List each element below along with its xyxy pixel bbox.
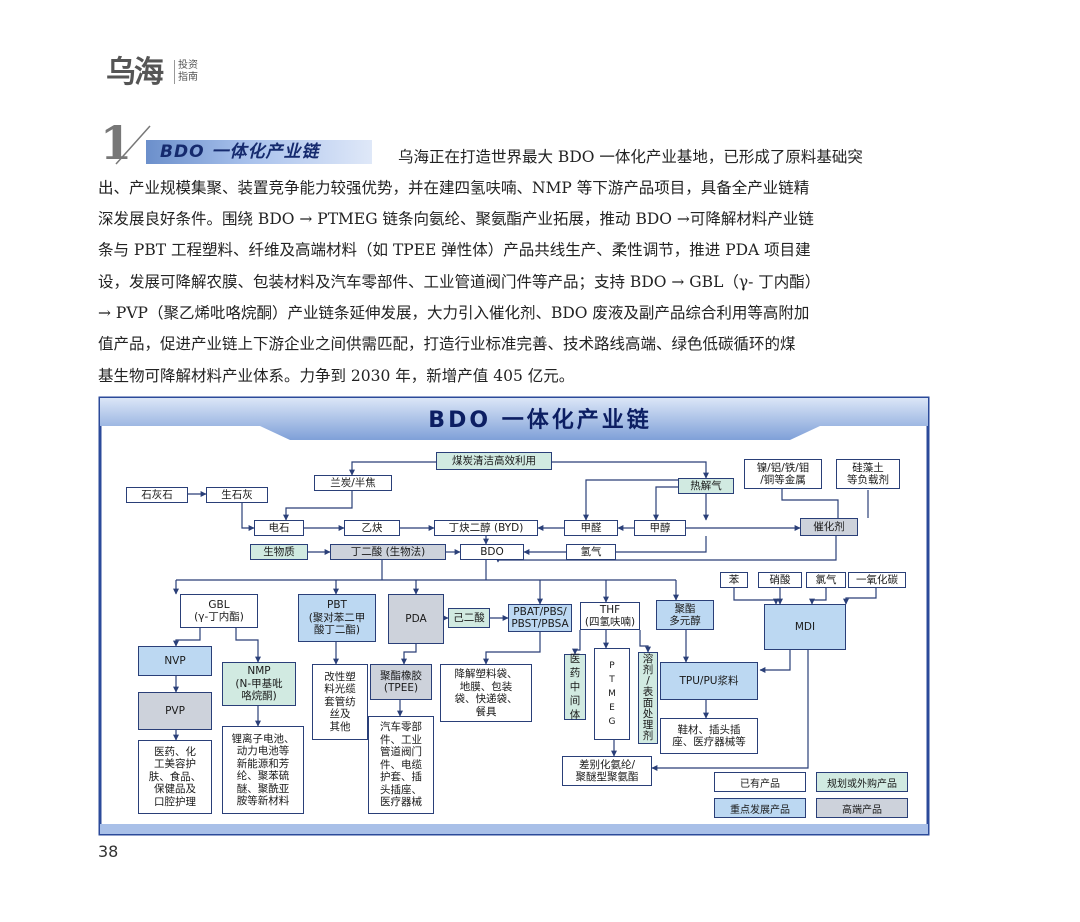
node-modified-plastics: 改性塑 料光缆 套管纺 丝及 其他 [312,664,368,740]
node-nmp: NMP (N-甲基吡 咯烷酮) [222,662,296,706]
node-adipic-acid: 己二酸 [448,608,490,628]
node-calcium-carbide: 电石 [254,520,304,536]
logo-mark: 乌海 [106,55,164,90]
node-pbt: PBT (聚对苯二甲 酸丁二酯) [298,594,376,642]
body-line: 基生物可降解材料产业体系。力争到 2030 年，新增产值 405 亿元。 [98,367,575,385]
node-shoes-medical: 鞋材、插头插 座、医疗器械等 [660,718,758,754]
node-succinic-acid: 丁二酸 (生物法) [330,544,446,560]
node-pharma-intermediates: 医 药 中 间 体 [564,653,586,721]
diagram-header-band [100,398,928,440]
node-pbat: PBAT/PBS/ PBST/PBSA [508,604,572,632]
section-title: BDO 一体化产业链 [160,142,320,162]
section-slash-decoration [115,125,151,165]
node-thf: THF (四氢呋喃) [580,602,640,630]
body-line: 值产品，促进产业链上下游企业之间供需匹配，打造行业标准完善、技术路线高端、绿色低… [98,335,796,353]
section-number: 1 [100,116,133,170]
body-line: 设，发展可降解农膜、包装材料及汽车零部件、工业管道阀门件等产品；支持 BDO →… [98,273,821,291]
node-butynediol: 丁炔二醇 (BYD) [434,520,538,536]
node-tpee: 聚酯橡胶 (TPEE) [370,664,432,700]
diagram-footer-band [100,824,928,834]
node-tpu-pu: TPU/PU浆料 [660,662,758,700]
node-pda: PDA [388,594,444,644]
legend-existing-products: 已有产品 [714,772,806,792]
legend-high-end-products: 高端产品 [816,798,908,818]
node-metals: 镍/铝/铁/钼 /铜等金属 [744,459,822,489]
node-solvent: 溶 剂 / 表 面 处 理 剂 [638,652,658,744]
node-semi-coke: 兰炭/半焦 [314,475,392,491]
node-spandex: 差别化氨纶/ 聚醚型聚氨酯 [562,756,652,786]
legend-focus-products: 重点发展产品 [714,798,806,818]
magazine-logo: 乌海 投资指南 [106,56,216,90]
logo-subtitle: 投资指南 [174,60,204,84]
node-pyrolysis-gas: 热解气 [678,478,734,494]
node-diatomite: 硅藻土 等负载剂 [836,459,900,489]
node-chlorine: 氯气 [806,572,846,588]
legend-planned-products: 规划或外购产品 [816,772,908,792]
node-nvp: NVP [138,646,212,676]
node-biomass: 生物质 [250,544,308,560]
body-line: 深发展良好条件。围绕 BDO → PTMEG 链条向氨纶、聚氨酯产业拓展，推动 … [98,210,814,228]
node-benzene: 苯 [720,572,748,588]
section-title-banner [146,140,372,164]
node-catalyst: 催化剂 [800,518,858,536]
node-hydrogen: 氢气 [566,544,616,560]
node-carbon-monoxide: 一氧化碳 [848,572,906,588]
node-degradable-products: 降解塑料袋、 地膜、包装 袋、快递袋、 餐具 [440,664,532,722]
diagram-title: BDO 一体化产业链 [428,408,652,433]
node-bdo: BDO [460,544,524,560]
body-line: → PVP（聚乙烯吡咯烷酮）产业链条延伸发展，大力引入催化剂、BDO 废液及副产… [98,304,810,322]
node-nitric-acid: 硝酸 [758,572,802,588]
node-auto-parts: 汽车零部 件、工业 管道阀门 件、电缆 护套、插 头插座、 医疗器械 [368,716,434,814]
node-methanol: 甲醇 [634,520,686,536]
node-limestone: 石灰石 [126,487,188,503]
node-pvp: PVP [138,692,212,730]
body-line: 出、产业规模集聚、装置竞争能力较强优势，并在建四氢呋喃、NMP 等下游产品项目，… [98,179,810,197]
node-polyester-polyol: 聚酯 多元醇 [656,600,714,630]
diagram-arrows [173,461,877,771]
node-mdi: MDI [764,604,846,650]
page-number: 38 [98,842,119,861]
node-coal-clean-use: 煤炭清洁高效利用 [436,452,552,470]
body-line: 条与 PBT 工程塑料、纤维及高端材料（如 TPEE 弹性体）产品共线生产、柔性… [98,241,811,259]
body-line: 乌海正在打造世界最大 BDO 一体化产业基地，已形成了原料基础突 [398,148,863,166]
node-acetylene: 乙炔 [344,520,400,536]
node-ptmeg: P T M E G [594,648,630,740]
node-gbl: GBL (γ-丁内酯) [180,594,258,628]
node-lithium-battery: 锂离子电池、 动力电池等 新能源和芳 纶、聚苯硫 醚、聚酰亚 胺等新材料 [222,726,304,814]
node-pharma-cosmetics: 医药、化 工美容护 肤、食品、 保健品及 口腔护理 [138,740,212,814]
node-formaldehyde: 甲醛 [564,520,618,536]
node-quicklime: 生石灰 [206,487,268,503]
